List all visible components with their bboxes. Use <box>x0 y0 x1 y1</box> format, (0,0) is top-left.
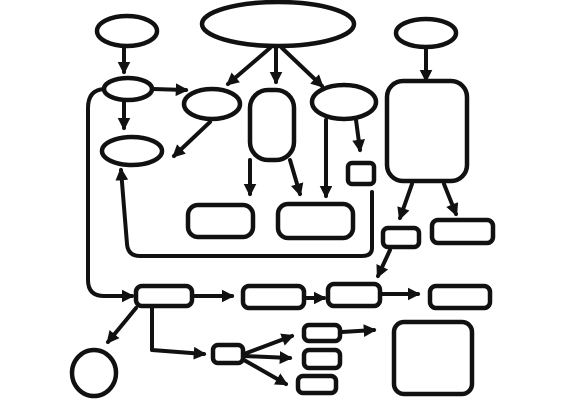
node-row-box-4 <box>427 283 493 311</box>
edge-top-ellipse-to-left <box>226 46 272 86</box>
node-tall-box <box>247 87 297 163</box>
edge-right-box-to-lower-right <box>442 182 459 217</box>
edge-small-box-to-row-box <box>376 248 392 279</box>
node-row-box-1 <box>133 283 195 309</box>
node-large-right-box <box>384 78 470 184</box>
node-top-center-ellipse <box>199 0 357 49</box>
node-left-ellipse <box>99 134 165 168</box>
edge-loop-back-to-left-ellipse <box>115 167 374 258</box>
node-wide-box-right <box>429 217 496 246</box>
node-fan-bottom <box>295 373 339 396</box>
edge-fan-to-top <box>242 333 295 356</box>
node-small-box-right <box>380 225 422 250</box>
node-bottom-right-square <box>391 319 475 397</box>
edge-right-box-to-lower-left <box>397 182 414 221</box>
node-fan-middle <box>301 347 343 371</box>
node-row-box-2 <box>240 283 307 311</box>
node-top-left-ellipse <box>94 13 160 49</box>
node-bottom-circle <box>69 347 119 399</box>
edge-row-box-to-circle <box>106 306 138 344</box>
node-bottom-box-b <box>275 201 356 241</box>
edge-fan-to-middle <box>242 351 293 364</box>
edge-right-ellipse-to-small-box <box>352 118 365 153</box>
node-mid-right-ellipse <box>309 82 379 122</box>
node-small-square <box>345 160 377 187</box>
edge-small-box-to-right <box>340 324 377 338</box>
edge-fan-to-bottom <box>242 358 289 386</box>
node-top-right-ellipse <box>393 16 459 50</box>
edge-right-ellipse-to-lower-ellipse <box>172 120 212 158</box>
node-bottom-box-a <box>185 202 256 240</box>
edge-top-ellipse-to-right <box>280 46 324 88</box>
edge-row-box-to-small-ellipse <box>150 304 207 360</box>
edge-tall-box-to-bottom-box-b <box>288 158 304 197</box>
edge-left-vertical-to-row <box>86 87 135 303</box>
node-fan-source <box>210 342 246 366</box>
edges <box>86 44 459 386</box>
nodes <box>69 0 496 399</box>
node-small-ellipse <box>101 75 155 103</box>
node-right-ellipse <box>181 86 243 122</box>
node-fan-top <box>301 322 343 344</box>
edge-small-ellipse-to-right-ellipse <box>151 83 189 97</box>
node-row-box-3 <box>325 281 383 309</box>
